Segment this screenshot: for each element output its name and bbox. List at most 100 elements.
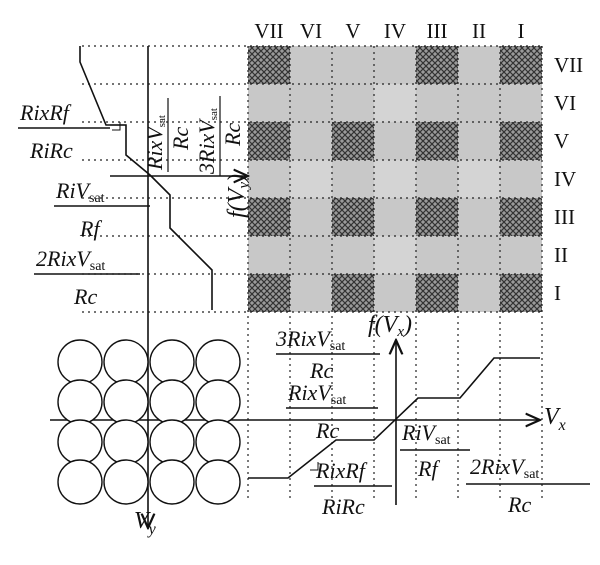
label-rixvsat-rc: RixVsat Rc bbox=[286, 380, 378, 443]
svg-text:RixVsat: RixVsat bbox=[142, 115, 168, 171]
circle-element bbox=[195, 379, 241, 425]
grid-cell bbox=[374, 84, 416, 122]
svg-text:3RixVsat: 3RixVsat bbox=[194, 108, 220, 175]
column-header: III bbox=[427, 19, 448, 43]
grid-cell bbox=[374, 236, 416, 274]
grid-cell bbox=[458, 122, 500, 160]
grid-cell bbox=[290, 274, 332, 312]
grid-cell bbox=[290, 122, 332, 160]
circle-element bbox=[195, 419, 241, 465]
label-3rixvsat-rc-vertical: 3RixVsat Rc bbox=[194, 96, 245, 176]
svg-text:RixRf: RixRf bbox=[315, 458, 368, 483]
grid-cell bbox=[458, 236, 500, 274]
svg-text:RiRc: RiRc bbox=[29, 138, 73, 163]
svg-text:RixVsat: RixVsat bbox=[287, 380, 346, 408]
grid-cell bbox=[416, 160, 458, 198]
region-grid bbox=[248, 46, 542, 312]
grid-cell bbox=[500, 46, 542, 84]
circle-element bbox=[149, 339, 195, 385]
circle-element bbox=[57, 459, 103, 505]
grid-cell bbox=[248, 160, 290, 198]
svg-text:Rc: Rc bbox=[168, 127, 193, 151]
grid-cell bbox=[374, 46, 416, 84]
column-header: V bbox=[345, 19, 360, 43]
grid-cell bbox=[374, 198, 416, 236]
grid-cell bbox=[500, 236, 542, 274]
grid-cell bbox=[374, 122, 416, 160]
circle-element bbox=[149, 459, 195, 505]
svg-text:Vy: Vy bbox=[134, 508, 157, 538]
label-rivsat-rf-left: RiVsat Rf bbox=[54, 178, 150, 241]
svg-text:Rc: Rc bbox=[309, 358, 333, 383]
column-header: VII bbox=[254, 19, 283, 43]
circle-element bbox=[103, 339, 149, 385]
grid-cell bbox=[332, 160, 374, 198]
grid-cell bbox=[416, 274, 458, 312]
svg-text:3RixVsat: 3RixVsat bbox=[275, 326, 345, 354]
grid-cell bbox=[416, 236, 458, 274]
grid-cell bbox=[458, 160, 500, 198]
column-header: IV bbox=[384, 19, 406, 43]
grid-cell bbox=[458, 198, 500, 236]
row-header: V bbox=[554, 129, 569, 153]
circle-element bbox=[57, 379, 103, 425]
circle-element bbox=[57, 339, 103, 385]
label-vx: Vx bbox=[544, 404, 566, 434]
grid-cell bbox=[500, 84, 542, 122]
label-3rixvsat-rc: 3RixVsat Rc bbox=[275, 326, 380, 383]
svg-text:f(Vy): f(Vy) bbox=[224, 174, 252, 218]
column-header: II bbox=[472, 19, 486, 43]
svg-text:RiVsat: RiVsat bbox=[401, 420, 451, 448]
svg-text:Rf: Rf bbox=[79, 216, 102, 241]
grid-cell bbox=[290, 84, 332, 122]
circle-element bbox=[195, 339, 241, 385]
grid-cell bbox=[500, 198, 542, 236]
label-rixrf-ririxrc: RixRf RiRc bbox=[18, 100, 110, 163]
row-header: II bbox=[554, 243, 568, 267]
grid-cell bbox=[290, 46, 332, 84]
column-header: VI bbox=[300, 19, 322, 43]
grid-cell bbox=[458, 46, 500, 84]
circle-element bbox=[103, 459, 149, 505]
svg-text:Rc: Rc bbox=[73, 284, 97, 309]
label-vy: Vy bbox=[134, 508, 157, 538]
column-header: I bbox=[518, 19, 525, 43]
grid-cell bbox=[332, 84, 374, 122]
svg-text:Rf: Rf bbox=[417, 456, 440, 481]
label-2rixvsat-rc-left: 2RixVsat Rc bbox=[34, 246, 140, 309]
grid-cell bbox=[458, 84, 500, 122]
grid-cell bbox=[416, 46, 458, 84]
grid-cell bbox=[500, 160, 542, 198]
fvy-curve bbox=[79, 46, 213, 310]
grid-cell bbox=[248, 236, 290, 274]
grid-cell bbox=[248, 274, 290, 312]
svg-text:2RixVsat: 2RixVsat bbox=[36, 246, 105, 274]
label-rixvsat-rc-vertical: RixVsat Rc bbox=[142, 98, 193, 172]
grid-cell bbox=[458, 274, 500, 312]
circle-element bbox=[149, 379, 195, 425]
circle-element bbox=[149, 419, 195, 465]
grid-cell bbox=[248, 84, 290, 122]
grid-cell bbox=[290, 198, 332, 236]
grid-cell bbox=[332, 236, 374, 274]
svg-text:RiVsat: RiVsat bbox=[55, 178, 105, 206]
grid-cell bbox=[500, 122, 542, 160]
label-fvy: f(Vy) bbox=[224, 174, 252, 218]
circle-element bbox=[57, 419, 103, 465]
grid-cell bbox=[248, 46, 290, 84]
grid-cell bbox=[416, 198, 458, 236]
row-header: III bbox=[554, 205, 575, 229]
grid-cell bbox=[290, 160, 332, 198]
label-rixrf-ririxrc-bottom: RixRf RiRc bbox=[314, 458, 392, 519]
svg-text:f(Vx): f(Vx) bbox=[368, 312, 412, 340]
svg-text:Vx: Vx bbox=[544, 404, 566, 434]
svg-text:RixRf: RixRf bbox=[19, 100, 72, 125]
label-fvx: f(Vx) bbox=[368, 312, 412, 340]
svg-text:Rc: Rc bbox=[220, 123, 245, 147]
row-header: VII bbox=[554, 53, 583, 77]
grid-cell bbox=[500, 274, 542, 312]
